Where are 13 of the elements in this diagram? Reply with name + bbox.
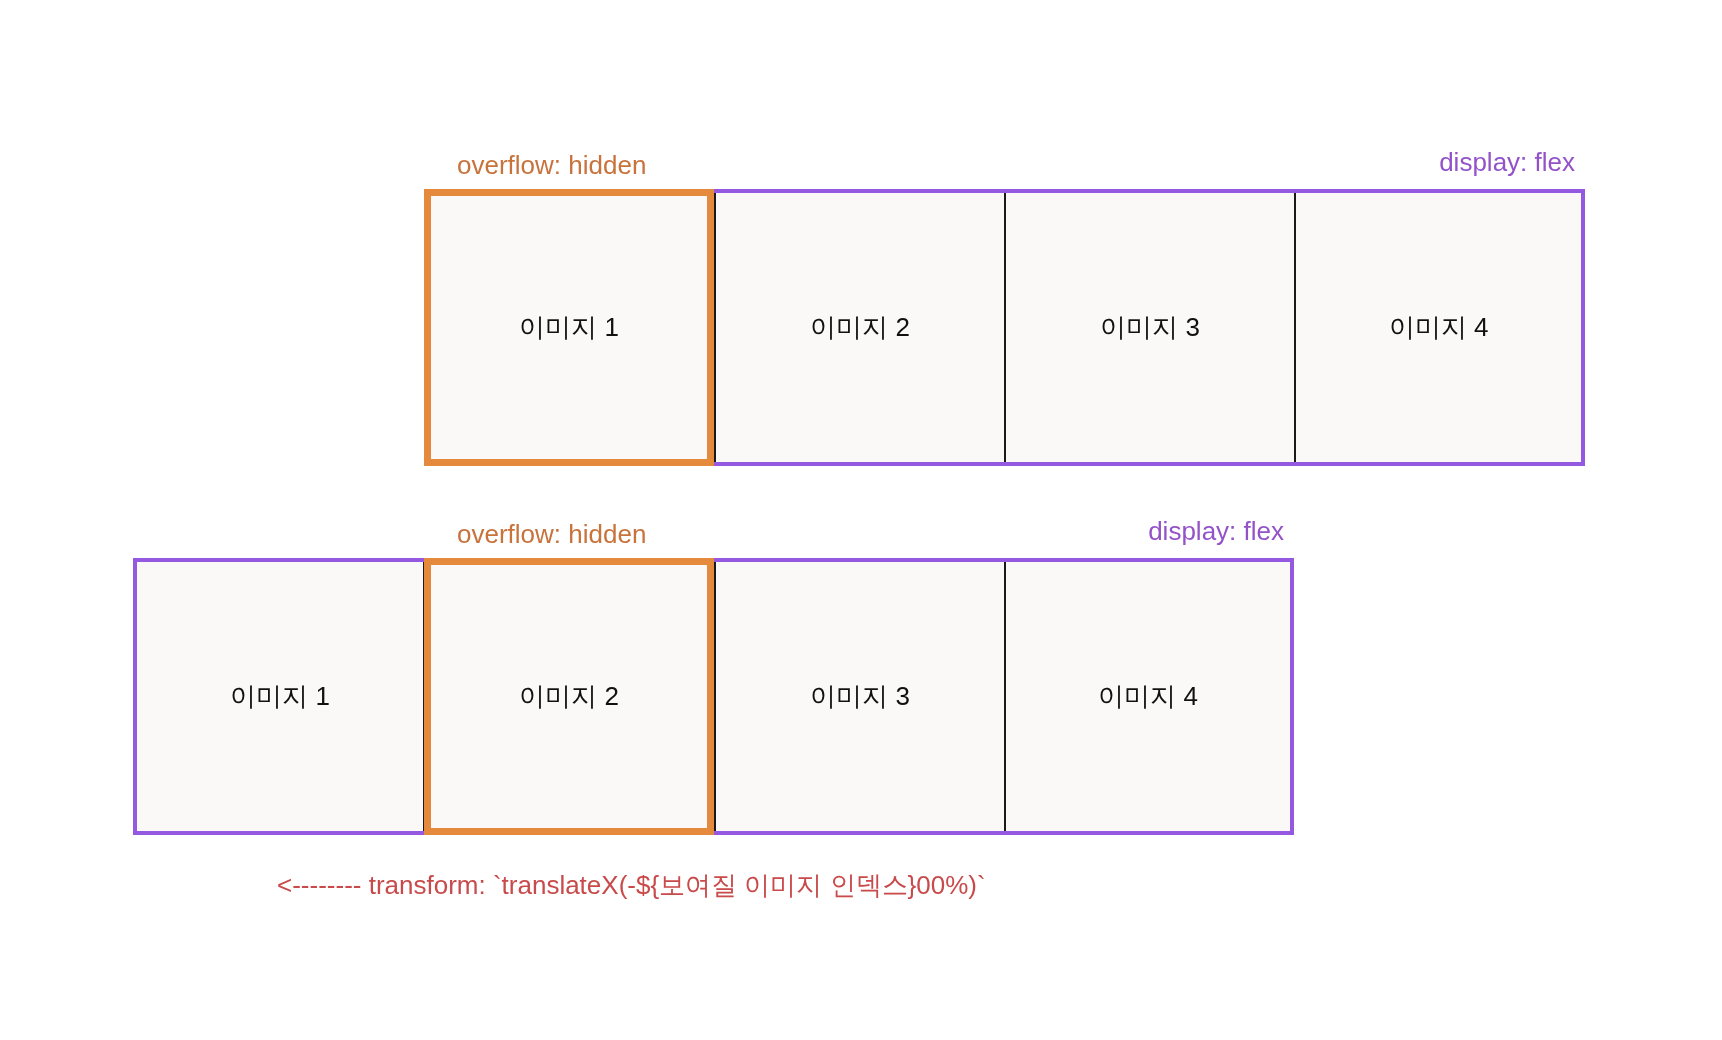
image-label: 이미지 1 <box>519 311 619 344</box>
css-property-label: display: flex <box>1439 146 1575 179</box>
image-label: 이미지 2 <box>519 680 619 713</box>
css-property-label: overflow: hidden <box>457 149 647 182</box>
transform-note: <-------- transform: `translateX(-${보여질 이미지 인덱스}00%)` <box>277 869 986 902</box>
image-label: 이미지 4 <box>1098 680 1198 713</box>
image-label: 이미지 3 <box>1100 311 1200 344</box>
image-label: 이미지 2 <box>810 311 910 344</box>
image-label: 이미지 3 <box>810 680 910 713</box>
css-property-label: display: flex <box>1148 515 1284 548</box>
image-label: 이미지 4 <box>1388 311 1489 344</box>
css-property-label: overflow: hidden <box>457 518 647 551</box>
image-label: 이미지 1 <box>230 680 330 713</box>
